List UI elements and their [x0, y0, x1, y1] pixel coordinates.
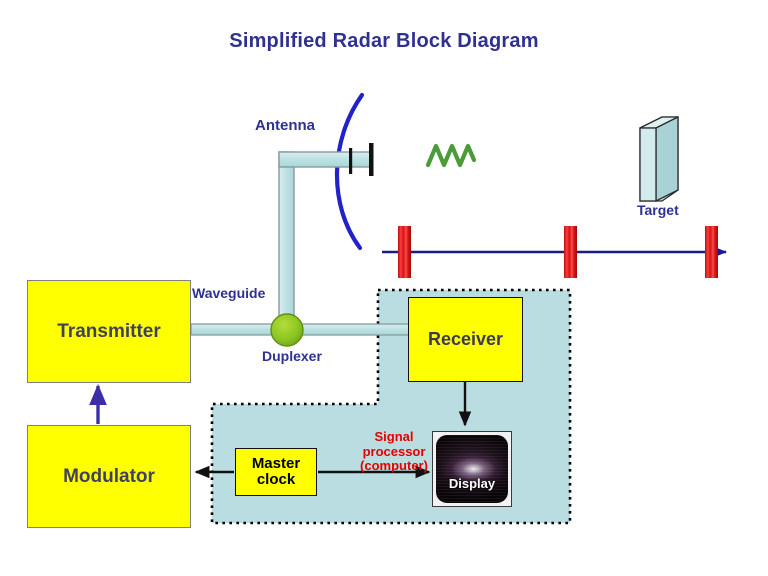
- radar-pulse-icon: [705, 226, 718, 278]
- modulator-label: Modulator: [63, 465, 155, 487]
- target-label: Target: [637, 202, 679, 218]
- waveguide-label: Waveguide: [192, 285, 266, 301]
- block-display[interactable]: Display: [432, 431, 512, 507]
- waveguide-vertical: [278, 151, 295, 331]
- radar-pulse-group: [398, 226, 718, 278]
- target-cuboid-icon: [639, 115, 679, 203]
- signal-processor-label: Signal processor (computer): [348, 429, 440, 474]
- duplexer-node-icon: [270, 313, 304, 347]
- radar-pulse-icon: [564, 226, 577, 278]
- signal-processor-line1: Signal: [374, 429, 414, 444]
- transmitter-label: Transmitter: [57, 320, 161, 342]
- radar-pulse-icon: [398, 226, 411, 278]
- master-clock-line1: Master: [251, 454, 301, 472]
- crt-display-icon: Display: [436, 435, 508, 503]
- signal-processor-line3: (computer): [360, 458, 428, 474]
- duplexer-label: Duplexer: [262, 348, 322, 364]
- feed-horn-icon: [349, 143, 374, 176]
- block-transmitter[interactable]: Transmitter: [27, 280, 191, 383]
- display-label: Display: [448, 476, 496, 491]
- block-master-clock[interactable]: Master clock: [235, 448, 317, 496]
- waveguide-path: [190, 151, 410, 336]
- waveguide-receiver-link: [286, 323, 410, 336]
- block-receiver[interactable]: Receiver: [408, 297, 523, 382]
- waveguide-horizontal: [278, 151, 373, 168]
- block-modulator[interactable]: Modulator: [27, 425, 191, 528]
- receiver-label: Receiver: [427, 329, 504, 349]
- echo-wave-icon: [425, 143, 477, 168]
- master-clock-line2: clock: [256, 471, 296, 488]
- signal-processor-line2: processor: [362, 443, 426, 459]
- page-title: Simplified Radar Block Diagram: [229, 30, 539, 52]
- parabolic-dish-icon: [334, 92, 365, 251]
- antenna-label: Antenna: [255, 117, 315, 134]
